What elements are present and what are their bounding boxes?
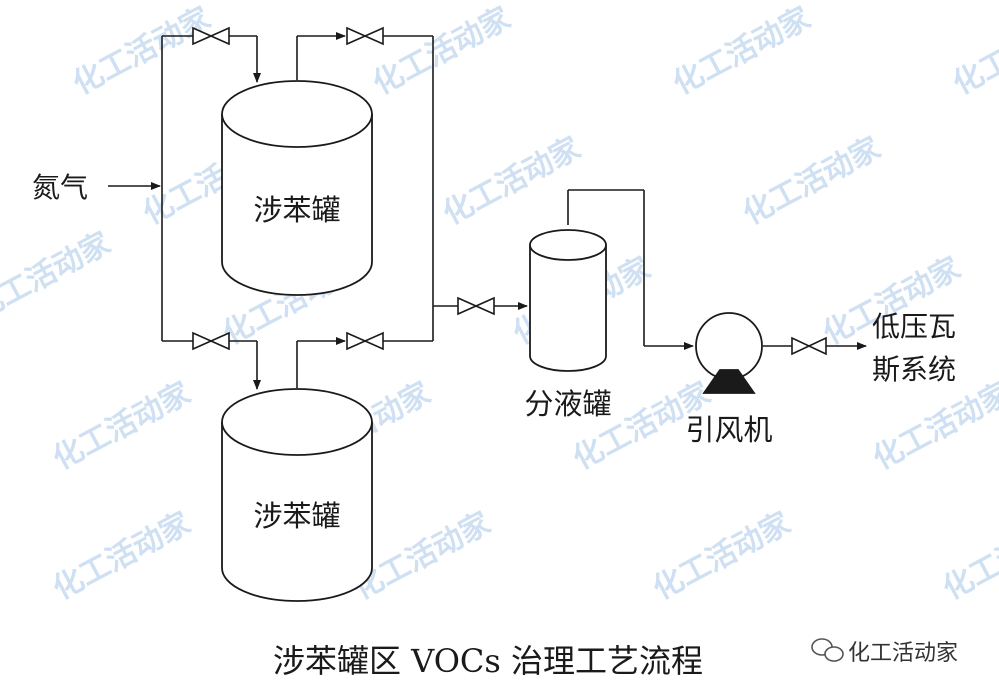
lower-tank-label: 涉苯罐 [253, 499, 340, 533]
brand-name: 化工活动家 [848, 641, 958, 666]
upper-tank-label: 涉苯罐 [253, 193, 340, 227]
watermark-text: 化工活动家 [737, 131, 886, 232]
watermark-text: 化工活动家 [0, 226, 116, 327]
valve-icon[interactable] [346, 26, 384, 46]
upper-benzene-tank [221, 80, 373, 296]
nitrogen-label: 氮气 [32, 171, 88, 204]
watermark-layer: 化工活动家化工活动家化工活动家化工活动家化工活动家化工活动家化工活动家化工活动家… [0, 1, 999, 607]
watermark-text: 化工活动家 [47, 376, 196, 477]
watermark-text: 化工活动家 [647, 506, 796, 607]
watermark-text: 化工活动家 [47, 506, 196, 607]
fan-label: 引风机 [685, 413, 772, 447]
wechat-icon [811, 638, 844, 662]
separator-label: 分液罐 [524, 387, 611, 421]
valve-icon[interactable] [192, 331, 230, 351]
watermark-text: 化工活动家 [367, 1, 516, 102]
separator-tank [529, 229, 607, 372]
low-pressure-gas-label: 低压瓦 [872, 310, 956, 343]
low-pressure-gas-label: 斯系统 [872, 353, 956, 386]
diagram-caption: 涉苯罐区 VOCs 治理工艺流程 [273, 642, 703, 680]
watermark-text: 化工活动家 [67, 1, 216, 102]
watermark-text: 化工活动家 [947, 1, 999, 102]
valve-icon[interactable] [457, 296, 495, 316]
valve-icon[interactable] [192, 26, 230, 46]
valve-icon[interactable] [791, 336, 827, 356]
valve-icon[interactable] [346, 331, 384, 351]
watermark-text: 化工活动家 [867, 376, 999, 477]
watermark-text: 化工活动家 [437, 131, 586, 232]
lower-benzene-tank [221, 388, 373, 602]
induced-draft-fan [695, 312, 763, 394]
watermark-text: 化工活动家 [937, 506, 999, 607]
watermark-text: 化工活动家 [667, 1, 816, 102]
